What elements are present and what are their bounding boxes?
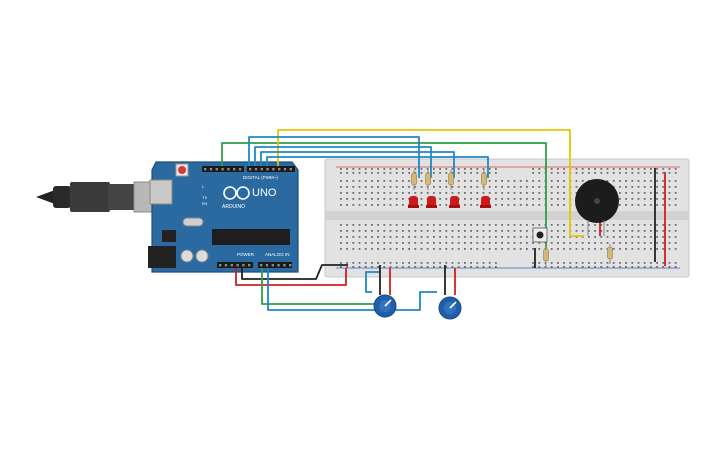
digital-header-right [247, 166, 295, 172]
analog-header [258, 262, 292, 268]
wire-blue-led-4[interactable] [266, 156, 489, 178]
analog-label: ANALOG IN [265, 252, 290, 257]
breadboard [324, 158, 690, 278]
digital-header-label: DIGITAL (PWM~) [243, 175, 278, 180]
resistor-4[interactable] [481, 170, 487, 190]
wire-blue-pot-2[interactable] [267, 268, 437, 311]
wire-red-power[interactable] [235, 268, 347, 286]
wire-yellow-buzzer[interactable] [277, 129, 584, 237]
microcontroller-chip [212, 229, 290, 245]
wire-black-ground[interactable] [241, 264, 348, 280]
arduino-logo [223, 186, 250, 200]
model-text: UNO [252, 187, 277, 199]
arduino-board[interactable]: ARDUINO UNO DIGITAL (PWM~) POWER ANALOG … [148, 161, 299, 273]
potentiometer-2[interactable] [438, 296, 462, 320]
tx-label: TX [202, 195, 207, 200]
resistor-2[interactable] [425, 170, 431, 190]
resistor-3[interactable] [448, 170, 454, 190]
power-jack [148, 246, 176, 268]
usb-cable[interactable] [36, 181, 157, 213]
wire-green-led[interactable] [221, 142, 547, 258]
led-3[interactable] [449, 196, 460, 208]
potentiometer-1[interactable] [373, 294, 397, 318]
l-label: L [202, 184, 205, 189]
rx-label: RX [202, 201, 208, 206]
brand-text: ARDUINO [222, 204, 245, 210]
piezo-buzzer[interactable] [575, 179, 619, 236]
power-header [217, 262, 253, 268]
wire-blue-pot-1[interactable] [365, 271, 380, 293]
wire-green-pot-1[interactable] [261, 268, 374, 305]
resistors-led [411, 170, 487, 190]
led-4[interactable] [480, 196, 491, 208]
led-1[interactable] [408, 196, 419, 208]
pushbutton[interactable] [532, 227, 548, 243]
resistor-buzzer[interactable] [607, 244, 613, 264]
led-2[interactable] [426, 196, 437, 208]
power-label: POWER [237, 252, 255, 257]
leds [408, 196, 491, 208]
wires [221, 129, 666, 311]
wire-blue-led-3[interactable] [260, 151, 455, 178]
resistor-1[interactable] [411, 170, 417, 190]
resistor-button[interactable] [543, 246, 549, 266]
wire-blue-led-2[interactable] [254, 146, 432, 178]
